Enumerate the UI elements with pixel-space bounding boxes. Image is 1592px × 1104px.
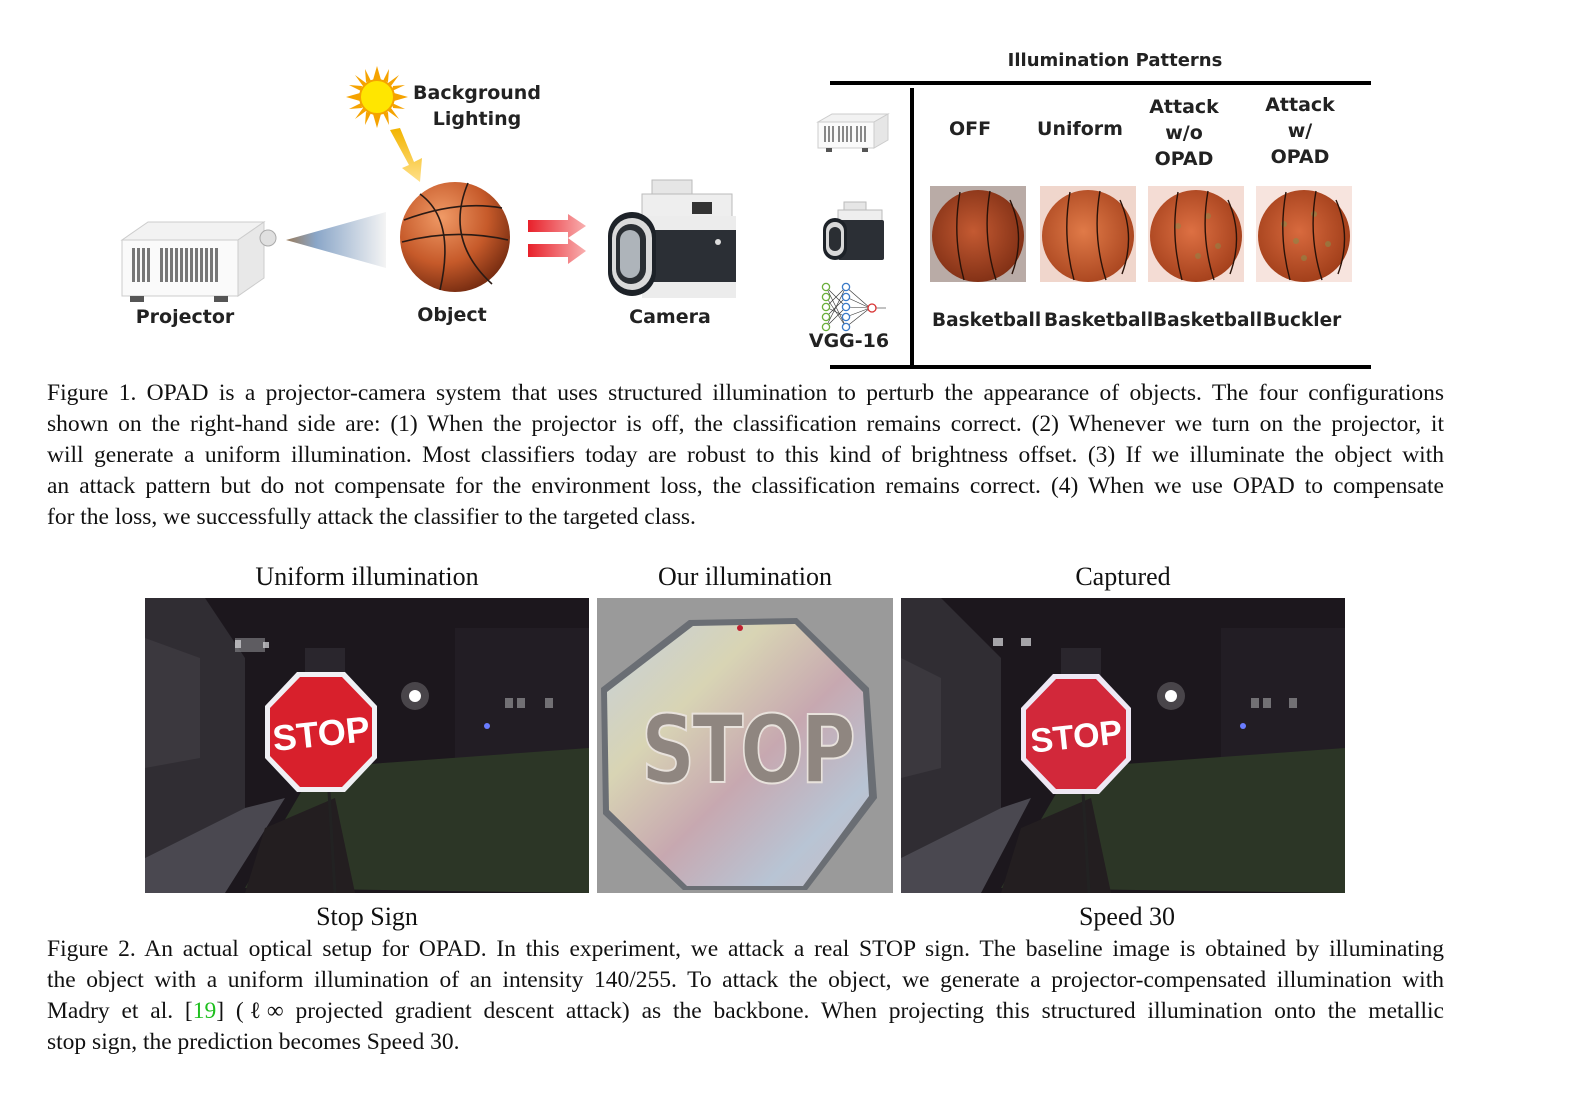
- projector-icon: [120, 221, 277, 302]
- neural-network-icon: [821, 282, 886, 332]
- uniform-illumination-photo: STOP: [145, 598, 589, 893]
- stop-sign-icon: STOP: [265, 672, 377, 792]
- captured-photo: STOP: [901, 598, 1345, 893]
- caption-line: Figure 2. An actual optical setup for OP…: [47, 936, 1444, 962]
- caption-line: Figure 1. OPAD is a projector-camera sys…: [47, 380, 1444, 406]
- header-line: OFF: [948, 118, 992, 140]
- prediction-speed-30: Speed 30: [1078, 902, 1176, 931]
- svg-text:STOP: STOP: [271, 708, 372, 759]
- caption-line: will generate a uniform illumination. Mo…: [47, 442, 1444, 468]
- sun-icon: [346, 66, 408, 128]
- caption-line: stop sign, the prediction becomes Speed …: [47, 1029, 460, 1055]
- illumination-patterns-title: Illumination Patterns: [1007, 50, 1223, 71]
- basketball-image-attack-with-opad: [1256, 186, 1352, 282]
- header-line: w/: [1287, 120, 1313, 142]
- background-lighting-line2: Lighting: [432, 108, 522, 130]
- stop-pattern-text: STOP: [640, 695, 857, 806]
- camera-icon: [608, 179, 736, 298]
- panel-title-captured: Captured: [1075, 562, 1171, 591]
- object-label: Object: [417, 304, 487, 326]
- lighting-arrow-icon: [390, 128, 422, 182]
- caption-line: for the loss, we successfully attack the…: [47, 504, 696, 530]
- column-header-attack-without-opad: Attack w/o OPAD: [1144, 94, 1224, 172]
- table-vertical-rule: [910, 88, 914, 368]
- stop-sign-icon: STOP: [1021, 674, 1131, 794]
- projector-icon: [816, 113, 890, 152]
- caption-text: Madry et al. [: [47, 998, 193, 1024]
- figure1-diagram: Background Lighting: [100, 50, 800, 350]
- panel-title-our-illumination: Our illumination: [657, 562, 833, 591]
- header-line: Attack: [1149, 96, 1219, 118]
- projection-beam-icon: [286, 212, 386, 268]
- camera-label: Camera: [629, 306, 711, 328]
- caption-line: Madry et al. [19] (ℓ∞ projected gradient…: [47, 996, 1444, 1027]
- table-bottom-rule: [830, 365, 1371, 369]
- prediction-uniform: Basketball: [1044, 310, 1154, 331]
- caption-text: ] (ℓ∞ projected gradient descent attack)…: [216, 998, 1444, 1024]
- header-line: Attack: [1265, 94, 1335, 116]
- background-lighting-line1: Background: [413, 82, 541, 104]
- camera-icon: [823, 201, 884, 260]
- citation-link[interactable]: 19: [192, 998, 217, 1024]
- table-top-rule: [830, 81, 1371, 85]
- caption-line: shown on the right-hand side are: (1) Wh…: [47, 411, 1444, 437]
- model-label: VGG-16: [808, 330, 890, 352]
- panel-title-uniform: Uniform illumination: [255, 562, 479, 591]
- capture-arrows-icon: [528, 214, 586, 264]
- caption-line: an attack pattern but do not compensate …: [47, 473, 1444, 499]
- basketball-image-uniform: [1040, 186, 1136, 282]
- column-header-uniform: Uniform: [1034, 116, 1126, 142]
- column-header-off: OFF: [930, 116, 1010, 142]
- prediction-off: Basketball: [932, 310, 1042, 331]
- basketball-image-attack-without-opad: [1148, 186, 1244, 282]
- prediction-attack-with-opad: Buckler: [1262, 310, 1342, 331]
- basketball-icon: [400, 182, 510, 292]
- prediction-stop-sign: Stop Sign: [316, 902, 418, 931]
- header-line: w/o: [1165, 122, 1203, 144]
- figure1-caption: Figure 1. OPAD is a projector-camera sys…: [47, 378, 1444, 533]
- caption-line: the object with a uniform illumination o…: [47, 967, 1444, 993]
- prediction-attack-without-opad: Basketball: [1153, 310, 1263, 331]
- illumination-table: Illumination Patterns VGG-16 OFF Unifo: [800, 40, 1380, 380]
- background-lighting-label: Background Lighting: [412, 80, 542, 132]
- our-illumination-pattern: STOP: [597, 598, 893, 893]
- column-header-attack-with-opad: Attack w/ OPAD: [1260, 92, 1340, 170]
- figure2-caption: Figure 2. An actual optical setup for OP…: [47, 934, 1444, 1058]
- header-line: Uniform: [1037, 118, 1123, 140]
- basketball-image-off: [930, 186, 1026, 282]
- header-line: OPAD: [1270, 146, 1330, 168]
- header-line: OPAD: [1154, 148, 1214, 170]
- projector-label: Projector: [135, 306, 235, 328]
